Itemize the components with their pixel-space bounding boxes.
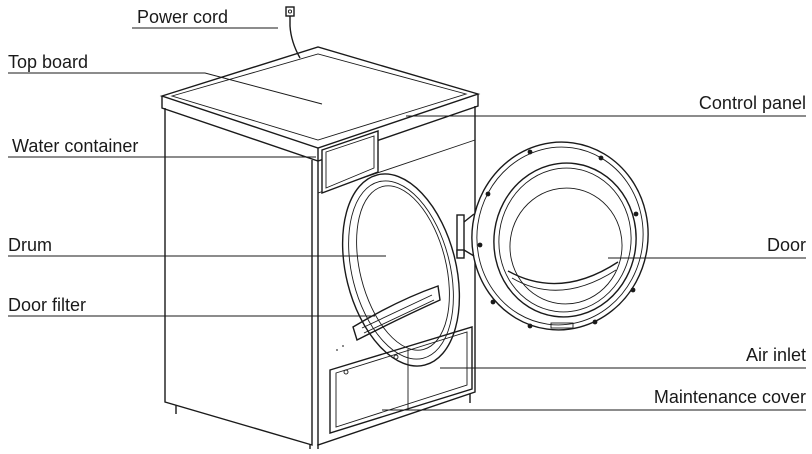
label-door-filter: Door filter — [8, 295, 86, 315]
label-drum: Drum — [8, 235, 52, 255]
door — [463, 141, 649, 331]
drum — [356, 185, 450, 351]
power-cord — [285, 6, 301, 59]
labels: Power cord Top board Water container Dru… — [8, 7, 806, 407]
leader-lines — [8, 27, 806, 411]
label-water-container: Water container — [12, 136, 138, 156]
label-air-inlet: Air inlet — [746, 345, 806, 365]
dryer-illustration — [159, 46, 481, 449]
label-control-panel: Control panel — [699, 93, 806, 113]
top-board — [159, 46, 481, 149]
water-container — [321, 130, 379, 195]
label-maintenance-cover: Maintenance cover — [654, 387, 806, 407]
label-power-cord: Power cord — [137, 7, 228, 27]
maintenance-cover — [329, 326, 473, 434]
label-top-board: Top board — [8, 52, 88, 72]
label-door: Door — [767, 235, 806, 255]
door-filter — [352, 285, 441, 342]
